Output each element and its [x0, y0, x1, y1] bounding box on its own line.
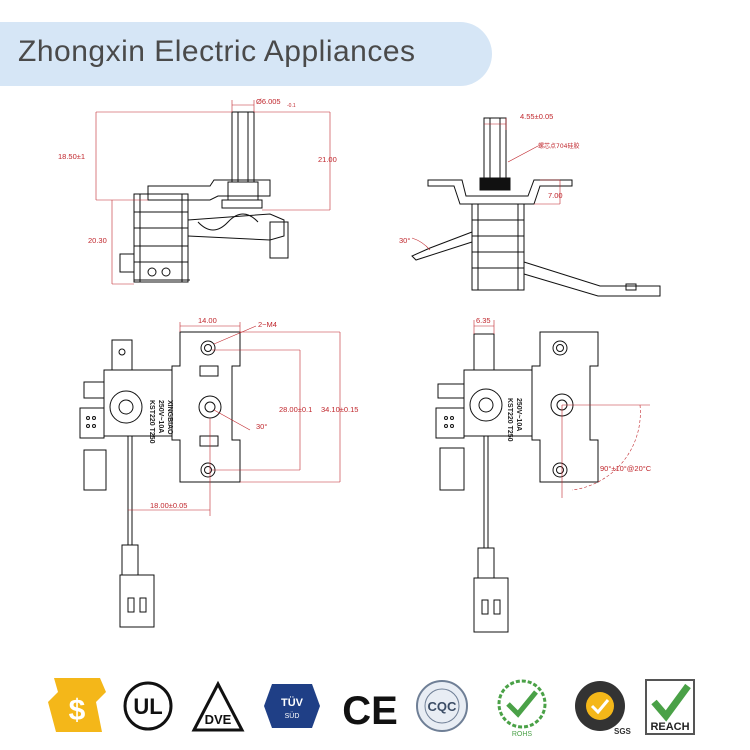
marking-line1: KST220 T250: [506, 398, 513, 442]
part-marking-left: KST220 T250 250V~10A XINGBIAO: [148, 400, 173, 444]
marking-line2: 250V~10A: [157, 400, 164, 433]
top-view-right-dimensions: [473, 320, 650, 498]
reach-icon: REACH: [645, 679, 695, 735]
dim-hole-spacing: 14.00: [198, 316, 217, 325]
dim-pin-width: 4.55±0.05: [520, 112, 553, 121]
page-title: Zhongxin Electric Appliances: [18, 35, 416, 68]
sgs-dollar-icon: $: [48, 678, 106, 732]
marking-line1: KST220 T250: [148, 400, 155, 444]
dim-span-b: 34.10±0.15: [321, 405, 358, 414]
dim-span-a: 28.00±0.1: [279, 405, 312, 414]
side-view-dimensions: [95, 100, 331, 285]
rohs-icon: ROHS: [497, 679, 547, 738]
marking-brand: XINGBIAO: [166, 400, 173, 435]
svg-text:TÜV: TÜV: [281, 696, 304, 709]
cqc-icon: CQC: [416, 680, 468, 732]
certification-bar: $ UL DVE TÜV SÜD CE CQC ROHS SGS: [48, 678, 695, 738]
front-view-drawing: [411, 117, 661, 297]
dim-tab-width: 6.35: [476, 316, 491, 325]
ce-icon: CE: [342, 689, 398, 733]
ul-icon: UL: [123, 681, 173, 731]
marking-line2: 250V~10A: [515, 398, 522, 431]
top-view-left-drawing: [79, 331, 241, 628]
dim-height-c: 20.30: [88, 236, 107, 245]
dim-offset: 18.00±0.05: [150, 501, 187, 510]
dim-thread: 2−M4: [258, 320, 277, 329]
svg-text:SGS: SGS: [614, 727, 632, 736]
dim-angle-bottom: 30°: [256, 422, 267, 431]
svg-text:REACH: REACH: [650, 721, 689, 733]
svg-text:SÜD: SÜD: [285, 712, 300, 720]
svg-text:DVE: DVE: [205, 712, 232, 727]
svg-text:CQC: CQC: [428, 699, 458, 714]
dim-height-a: 18.50±1: [58, 152, 85, 161]
dim-pin-diameter-tol: -0.1: [287, 103, 296, 109]
vde-icon: DVE: [191, 680, 245, 732]
svg-text:ROHS: ROHS: [512, 731, 533, 738]
svg-text:CE: CE: [342, 689, 398, 733]
tuv-sud-icon: TÜV SÜD: [264, 684, 320, 728]
dim-rotation: 90°±10°@20°C: [600, 464, 652, 473]
dim-pin-diameter: Ø6.005: [256, 97, 281, 106]
title-banner: Zhongxin Electric Appliances: [0, 22, 492, 86]
dim-bracket-height: 7.00: [548, 191, 563, 200]
front-view-dimensions: [411, 118, 561, 251]
svg-text:UL: UL: [133, 694, 162, 719]
sgs-certification-icon: SGS: [575, 681, 632, 736]
top-view-right-drawing: [435, 331, 599, 633]
side-view-drawing: [119, 111, 289, 283]
dim-angle-top: 30°: [399, 236, 410, 245]
dim-height-b: 21.00: [318, 155, 337, 164]
svg-text:$: $: [69, 694, 86, 727]
top-view-left-dimensions: [128, 322, 341, 516]
part-marking-right: KST220 T250 250V~10A: [506, 398, 522, 442]
note-glue: 螺芯点704硅胶: [538, 142, 579, 150]
